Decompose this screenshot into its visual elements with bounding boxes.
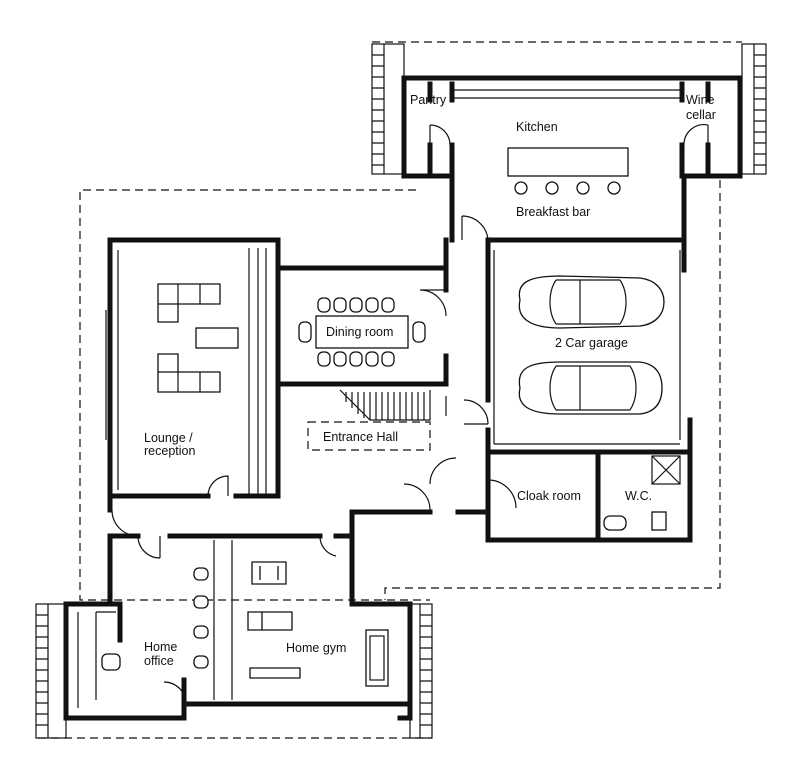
gym-equipment xyxy=(247,561,389,687)
treadmill xyxy=(247,611,293,631)
bar-stool xyxy=(514,181,528,195)
chimney-bottom-right xyxy=(409,603,433,739)
dining-chair xyxy=(365,351,379,367)
dining-chair xyxy=(381,351,395,367)
label-kitchen: Kitchen xyxy=(516,120,558,134)
doors xyxy=(111,124,709,705)
dining-chair xyxy=(349,297,363,313)
bench xyxy=(365,629,389,687)
staircase xyxy=(307,389,431,451)
label-wine-cellar-2: cellar xyxy=(686,108,716,122)
label-dining-room: Dining room xyxy=(326,325,393,339)
chimney-top-right xyxy=(741,43,767,175)
label-home-office: Home xyxy=(144,640,177,654)
dining-chair xyxy=(349,351,363,367)
label-pantry: Pantry xyxy=(410,93,447,107)
toilet xyxy=(651,511,667,531)
coffee-table xyxy=(195,327,239,349)
walls xyxy=(63,75,743,721)
weight-machine xyxy=(251,561,287,585)
kitchen-fittings xyxy=(507,147,629,195)
dining-chair xyxy=(317,351,331,367)
dining-chair xyxy=(333,351,347,367)
dining-chair xyxy=(333,297,347,313)
dining-table-set xyxy=(298,297,426,367)
bar-stool xyxy=(607,181,621,195)
gym-stool xyxy=(193,625,209,639)
dining-chair xyxy=(412,321,426,343)
wc-fittings xyxy=(603,455,681,531)
label-lounge: Lounge / xyxy=(144,431,193,445)
gym-stool xyxy=(193,595,209,609)
gym-stool xyxy=(193,655,209,669)
dining-chair xyxy=(298,321,312,343)
label-lounge-2: reception xyxy=(144,444,195,458)
rowing-machine xyxy=(249,667,301,679)
kitchen-island xyxy=(507,147,629,177)
label-wc: W.C. xyxy=(625,489,652,503)
dining-chair xyxy=(317,297,331,313)
dining-chair xyxy=(365,297,379,313)
gym-stool xyxy=(193,567,209,581)
dining-chair xyxy=(381,297,395,313)
room-labels: Pantry Kitchen Wine cellar Breakfast bar… xyxy=(144,93,716,668)
bar-stool xyxy=(576,181,590,195)
interior-lines xyxy=(77,89,682,708)
label-cloak-room: Cloak room xyxy=(517,489,581,503)
roof-outline xyxy=(38,41,742,739)
label-wine-cellar: Wine xyxy=(686,93,715,107)
car xyxy=(518,275,665,329)
lounge-furniture xyxy=(157,283,239,393)
label-home-gym: Home gym xyxy=(286,641,346,655)
home-office-furniture xyxy=(101,567,209,671)
chimney-bottom-left xyxy=(35,603,67,739)
car xyxy=(518,361,663,415)
chimney-top-left xyxy=(371,43,405,175)
sofa xyxy=(157,353,221,393)
label-entrance-hall: Entrance Hall xyxy=(323,430,398,444)
wash-basin xyxy=(603,515,627,531)
shower-tray xyxy=(651,455,681,485)
sofa xyxy=(157,283,221,323)
label-home-office-2: office xyxy=(144,654,174,668)
bar-stool xyxy=(545,181,559,195)
dining-table xyxy=(315,315,409,349)
label-garage: 2 Car garage xyxy=(555,336,628,350)
label-breakfast-bar: Breakfast bar xyxy=(516,205,590,219)
office-chair xyxy=(101,653,121,671)
